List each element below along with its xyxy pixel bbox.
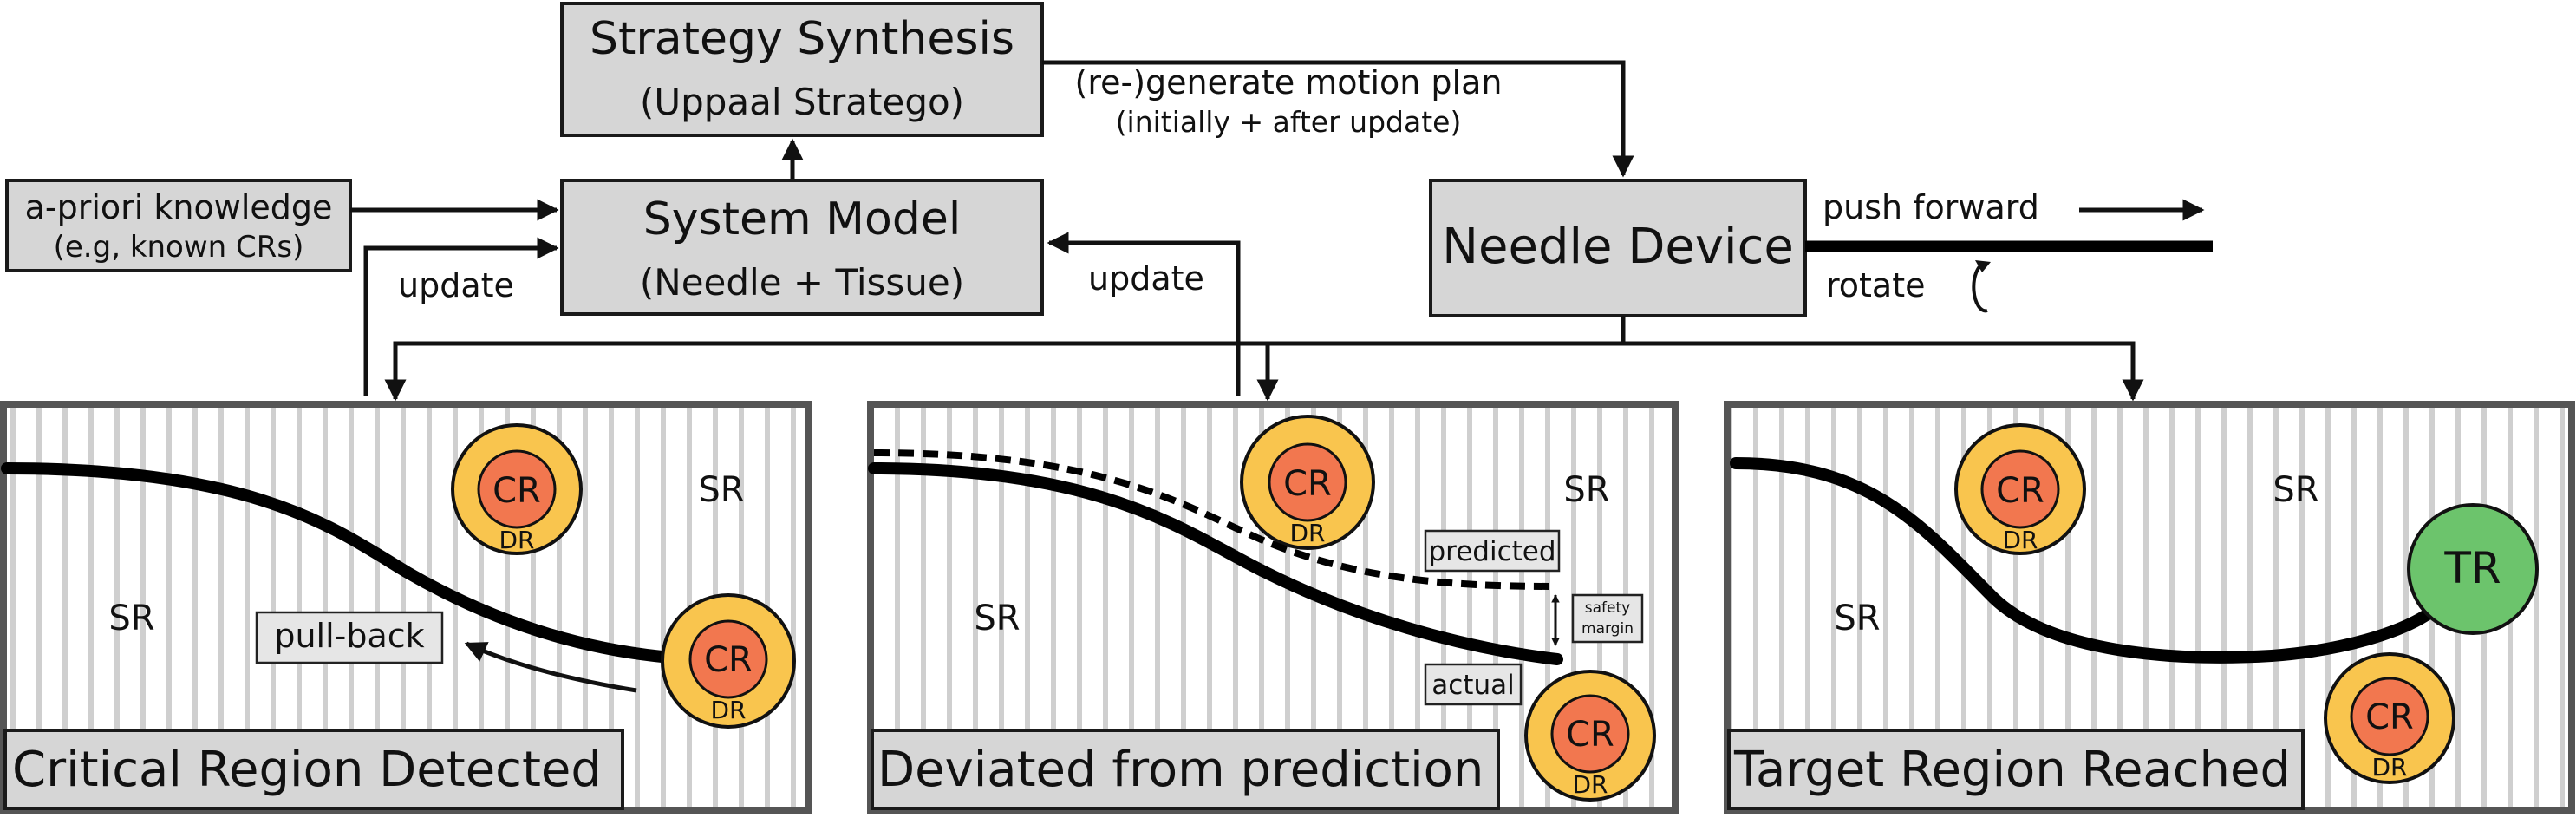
flow-arrows xyxy=(350,60,2144,402)
apriori-line1: a-priori knowledge xyxy=(25,188,333,226)
cr-label: CR xyxy=(1283,464,1332,504)
panel-title: Target Region Reached xyxy=(1733,742,2291,798)
dr-label: DR xyxy=(2371,753,2407,782)
needle-path xyxy=(1730,457,2439,664)
update-label-right: update xyxy=(1088,259,1204,298)
tr-label: TR xyxy=(2443,543,2501,593)
panel-deviated-from-prediction: SR SR CR DR safety margin predicted actu… xyxy=(867,401,1679,814)
sr-label: SR xyxy=(1563,470,1609,510)
system-model-subtitle: (Needle + Tissue) xyxy=(640,261,964,304)
safety-margin-tag xyxy=(1571,593,1644,644)
panel-title: Deviated from prediction xyxy=(877,742,1484,798)
dr-label: DR xyxy=(710,696,746,724)
cr-label: CR xyxy=(1566,715,1614,755)
panel-title-box xyxy=(871,729,1500,810)
dr-label: DR xyxy=(1572,770,1608,799)
generate-plan-note: (initially + after update) xyxy=(1116,105,1462,139)
panel-title-box xyxy=(3,729,624,810)
actual-needle-path xyxy=(868,462,1563,665)
strategy-synthesis-box: Strategy Synthesis (Uppaal Stratego) xyxy=(560,2,1044,137)
panel-target-region-reached: SR SR CR DR TR CR DR Target Region Reach… xyxy=(1724,401,2575,814)
needle-device-title: Needle Device xyxy=(1442,219,1794,275)
pull-back-label: pull-back xyxy=(274,617,424,655)
panel-title: Critical Region Detected xyxy=(12,742,602,798)
dr-label: DR xyxy=(2002,526,2038,554)
apriori-line2: (e.g, known CRs) xyxy=(54,230,304,265)
push-forward-label: push forward xyxy=(1823,188,2039,226)
system-model-box: System Model (Needle + Tissue) xyxy=(560,179,1044,316)
rotate-label: rotate xyxy=(1826,266,1926,304)
predicted-label: predicted xyxy=(1428,536,1555,567)
strategy-synthesis-subtitle: (Uppaal Stratego) xyxy=(640,81,964,123)
danger-region: CR DR xyxy=(1240,415,1375,550)
dr-label: DR xyxy=(499,526,534,554)
sr-label: SR xyxy=(108,599,154,638)
cr-label: CR xyxy=(492,471,541,511)
danger-region: CR DR xyxy=(1524,670,1656,802)
predicted-needle-path xyxy=(873,449,1556,590)
panel-critical-region-detected: SR SR CR DR CR DR pull-back Critical Reg… xyxy=(0,401,812,814)
update-label-left: update xyxy=(398,266,514,304)
rotate-icon xyxy=(1972,262,1988,313)
panel-title-box xyxy=(1727,729,2305,810)
sr-label: SR xyxy=(974,599,1020,638)
sr-label: SR xyxy=(2273,470,2318,510)
cr-label: CR xyxy=(1996,471,2044,511)
dr-label: DR xyxy=(1289,519,1325,547)
needle-device-box: Needle Device xyxy=(1429,179,1807,317)
danger-region: CR DR xyxy=(661,593,796,729)
generate-plan-label: (re-)generate motion plan xyxy=(1075,63,1503,101)
sr-label: SR xyxy=(698,470,744,510)
cr-label: CR xyxy=(2365,697,2414,737)
pull-back-tag xyxy=(255,611,444,664)
predicted-tag xyxy=(1424,529,1561,573)
danger-region: CR DR xyxy=(1954,423,2086,555)
sr-label: SR xyxy=(1834,599,1880,638)
system-model-title: System Model xyxy=(643,193,962,245)
actual-tag xyxy=(1424,663,1523,706)
danger-region: CR DR xyxy=(2324,652,2455,784)
actual-label: actual xyxy=(1431,670,1514,701)
target-region: TR xyxy=(2407,503,2539,635)
rotate-icon-head xyxy=(1975,260,1991,272)
margin-label: margin xyxy=(1581,620,1634,638)
apriori-knowledge-box: a-priori knowledge (e.g, known CRs) xyxy=(5,179,352,272)
pull-back-arrow xyxy=(464,641,637,693)
cr-label: CR xyxy=(704,640,753,680)
strategy-synthesis-title: Strategy Synthesis xyxy=(590,13,1014,65)
safety-label: safety xyxy=(1585,599,1630,617)
danger-region: CR DR xyxy=(451,423,583,555)
needle-path xyxy=(1,462,677,664)
